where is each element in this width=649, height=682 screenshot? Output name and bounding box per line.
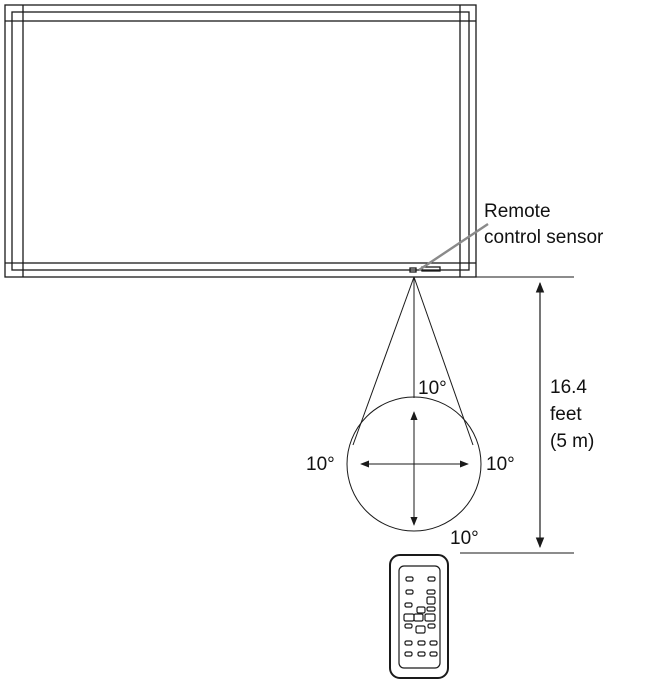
- monitor-screen: [22, 20, 461, 264]
- monitor-bezel-inner: [11, 11, 470, 271]
- reception-circle: [346, 396, 482, 532]
- monitor: [4, 4, 477, 278]
- distance-label-metric: (5 m): [550, 431, 594, 452]
- angle-label-right: 10°: [486, 454, 515, 475]
- remote-control-icon: [389, 554, 449, 679]
- sensor-label-line2: control sensor: [484, 227, 604, 248]
- angle-label-top: 10°: [418, 378, 447, 399]
- sensor-leader-line: [418, 223, 489, 271]
- angle-label-left: 10°: [306, 454, 335, 475]
- monitor-outer-frame: [4, 4, 477, 278]
- sensor-label-line1: Remote: [484, 201, 551, 222]
- angle-label-bottom: 10°: [450, 528, 479, 549]
- distance-label-unit: feet: [550, 404, 582, 425]
- distance-label-value: 16.4: [550, 377, 587, 398]
- remote-sensor: [409, 267, 417, 273]
- reception-cone: [346, 276, 482, 532]
